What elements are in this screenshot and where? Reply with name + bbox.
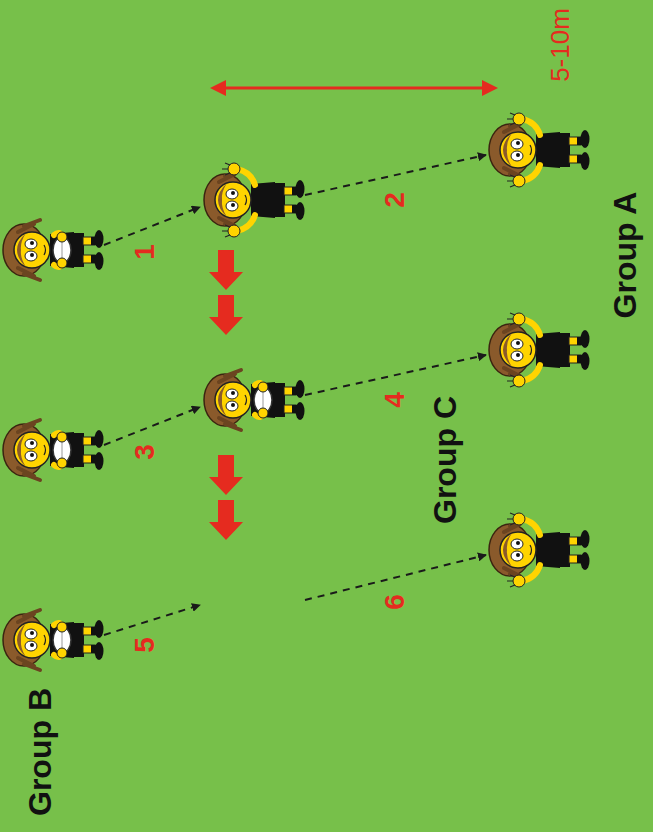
pass-line	[104, 207, 200, 245]
group-label: Group C	[429, 396, 461, 524]
player-figure	[3, 420, 104, 480]
callout-number: 3	[131, 444, 159, 460]
callout-number: 2	[381, 192, 409, 208]
distance-arrowhead	[482, 80, 498, 96]
player-figure	[204, 370, 305, 430]
pass-line	[305, 355, 486, 395]
run-arrow	[209, 295, 243, 335]
dimension-label: 5-10m	[547, 8, 573, 82]
callout-number-text: 6	[381, 594, 409, 610]
dimension-label-text: 5-10m	[547, 8, 573, 82]
pass-line	[305, 155, 486, 195]
pass-line	[305, 555, 486, 600]
callout-number: 6	[381, 594, 409, 610]
pass-line	[104, 605, 200, 635]
group-label-text: Group B	[24, 688, 56, 816]
callout-number-text: 1	[131, 244, 159, 260]
run-arrow	[209, 455, 243, 495]
player-figure	[204, 163, 305, 237]
callout-number: 5	[131, 637, 159, 653]
distance-arrowhead	[210, 80, 226, 96]
group-label: Group B	[24, 688, 56, 816]
player-figure	[3, 610, 104, 670]
run-arrow	[209, 500, 243, 540]
distance-line	[222, 87, 486, 90]
run-arrow	[209, 250, 243, 290]
player-figure	[489, 313, 590, 387]
callout-number-text: 3	[131, 444, 159, 460]
player-figure	[489, 113, 590, 187]
callout-number-text: 4	[381, 392, 409, 408]
pass-line	[104, 407, 200, 445]
callout-number-text: 5	[131, 637, 159, 653]
callout-number: 4	[381, 392, 409, 408]
group-label: Group A	[609, 192, 641, 319]
callout-number: 1	[131, 244, 159, 260]
player-figure	[489, 513, 590, 587]
group-label-text: Group C	[429, 396, 461, 524]
group-label-text: Group A	[609, 192, 641, 319]
player-figure	[3, 220, 104, 280]
callout-number-text: 2	[381, 192, 409, 208]
